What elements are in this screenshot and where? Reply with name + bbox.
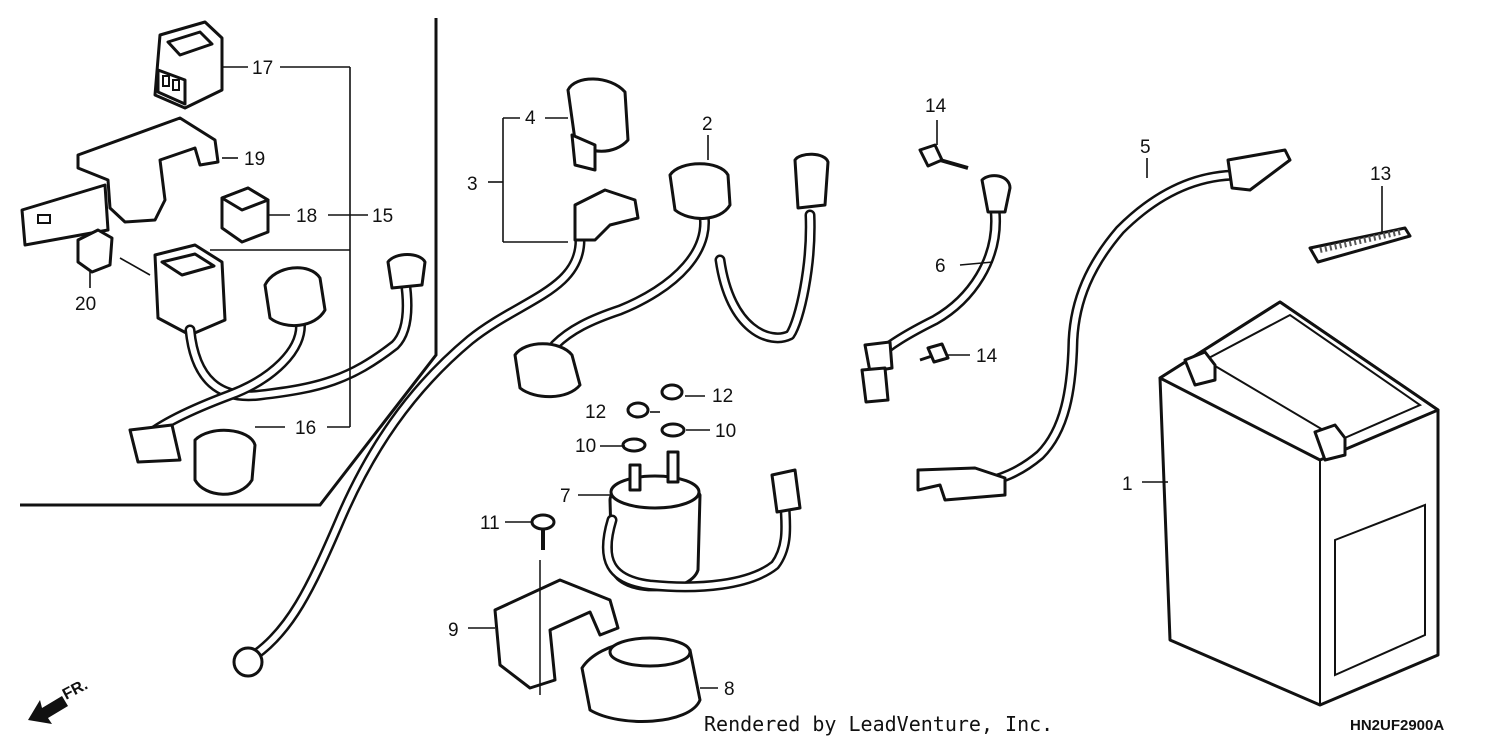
- front-direction-marker: FR.: [28, 676, 91, 724]
- callout-14a: 14: [925, 96, 947, 117]
- callout-10b: 10: [715, 421, 736, 442]
- callout-18: 18: [296, 206, 317, 227]
- part-7-starter-magnetic-switch[interactable]: [601, 450, 802, 593]
- inset-panel-border: [20, 18, 438, 507]
- part-5-positive-cable[interactable]: [916, 148, 1292, 502]
- part-17-starter-relay[interactable]: [153, 20, 224, 110]
- callout-8: 8: [724, 679, 735, 700]
- part-19-relay-bracket[interactable]: [20, 116, 220, 247]
- callout-19: 19: [244, 149, 265, 170]
- callout-3: 3: [467, 174, 478, 195]
- callout-10a: 10: [575, 436, 596, 457]
- callout-20: 20: [75, 294, 96, 315]
- part-18-main-fuse[interactable]: [220, 186, 270, 244]
- part-14-bolt-top[interactable]: [918, 143, 969, 170]
- inset-leader-lines: [89, 66, 368, 428]
- part-11-screw[interactable]: [530, 513, 556, 550]
- front-arrow-icon: [28, 696, 68, 724]
- part-10-washers[interactable]: [621, 422, 686, 453]
- callout-13: 13: [1370, 164, 1391, 185]
- part-6-negative-cable[interactable]: [860, 174, 1012, 404]
- part-9-bracket[interactable]: [493, 560, 620, 695]
- callout-1: 1: [1122, 474, 1133, 495]
- part-8-rubber-cover[interactable]: [580, 636, 702, 723]
- part-16-sub-harness[interactable]: [128, 253, 427, 496]
- main-leader-lines: [468, 117, 1383, 689]
- part-13-battery-band[interactable]: [1308, 226, 1412, 264]
- part-15-fuse-box[interactable]: [153, 243, 227, 337]
- callout-7: 7: [560, 486, 571, 507]
- part-12-nuts[interactable]: [626, 383, 684, 419]
- part-2-starter-relay-cable[interactable]: [513, 152, 830, 399]
- callout-2: 2: [702, 114, 713, 135]
- callout-5: 5: [1140, 137, 1151, 158]
- part-20-harness-clip[interactable]: [76, 228, 114, 274]
- front-label: FR.: [60, 676, 91, 703]
- credit-text: Rendered by LeadVenture, Inc.: [704, 712, 1053, 736]
- callout-12b: 12: [712, 386, 733, 407]
- callout-17: 17: [252, 58, 273, 79]
- callout-4: 4: [525, 108, 536, 129]
- part-14-bolt-bottom[interactable]: [919, 342, 950, 364]
- callout-11: 11: [480, 513, 500, 534]
- callout-15: 15: [372, 206, 393, 227]
- callout-6: 6: [935, 256, 946, 277]
- part-3-starter-cable[interactable]: [232, 188, 640, 678]
- callout-16: 16: [295, 418, 316, 439]
- callout-14b: 14: [976, 346, 998, 367]
- callout-12a: 12: [585, 402, 606, 423]
- callout-9: 9: [448, 620, 459, 641]
- diagram-code: HN2UF2900A: [1350, 717, 1444, 734]
- callout-labels: 1 2 3 4 5 6 7 8 9 10 10 11 12 12 13 14 1…: [75, 58, 1391, 700]
- part-4-terminal-cover[interactable]: [566, 77, 630, 172]
- part-1-battery[interactable]: [1158, 300, 1440, 707]
